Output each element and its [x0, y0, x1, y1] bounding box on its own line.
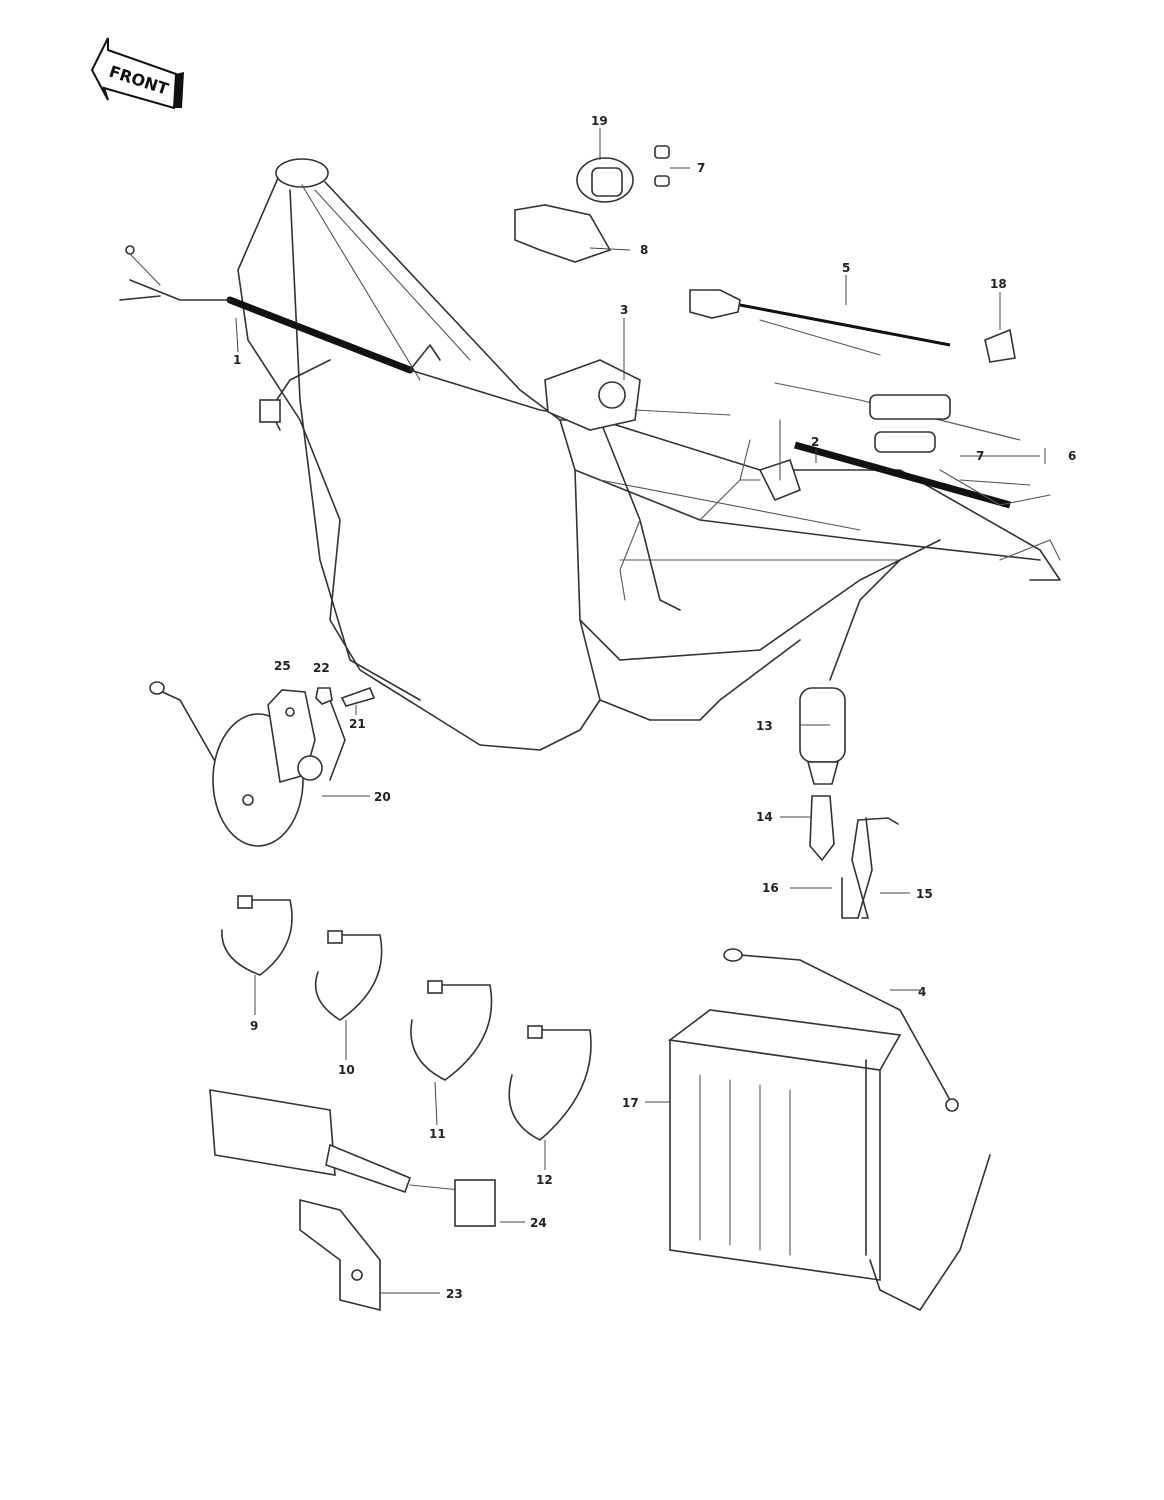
- callout-22: 22: [313, 661, 330, 675]
- callout-20: 20: [374, 790, 391, 804]
- callout-1: 1: [233, 353, 241, 367]
- callout-12: 12: [536, 1173, 553, 1187]
- rectifier-unit: [209, 1089, 496, 1312]
- callout-13: 13: [756, 719, 773, 733]
- main-wiring-harness: [119, 245, 761, 611]
- ignition-coil-group: [799, 539, 941, 919]
- wire-clamps: [221, 895, 592, 1141]
- callout-10: 10: [338, 1063, 355, 1077]
- callout-14: 14: [756, 810, 773, 824]
- callout-24: 24: [530, 1216, 547, 1230]
- front-direction-arrow: FRONT: [90, 37, 184, 110]
- callout-21: 21: [349, 717, 366, 731]
- callout-8: 8: [640, 243, 648, 257]
- callout-2: 2: [811, 435, 819, 449]
- callout-3: 3: [620, 303, 628, 317]
- callout-17: 17: [622, 1096, 639, 1110]
- callout-6: 6: [1068, 449, 1076, 463]
- relay-assembly: [514, 145, 670, 263]
- callout-numbers: 1 2 3 4 5 6 7 7 8 9 10 11 12 13 14 15 16…: [233, 114, 1076, 1301]
- callout-25: 25: [274, 659, 291, 673]
- motorcycle-frame: [237, 158, 1061, 781]
- battery-group: [667, 948, 991, 1311]
- callout-4: 4: [918, 985, 926, 999]
- horn-assembly: [149, 681, 376, 847]
- callout-9: 9: [250, 1019, 258, 1033]
- high-tension-cable: [689, 289, 1016, 363]
- callout-5: 5: [842, 261, 850, 275]
- callout-11: 11: [429, 1127, 446, 1141]
- voltage-regulator: [544, 359, 731, 431]
- callout-18: 18: [990, 277, 1007, 291]
- callout-23: 23: [446, 1287, 463, 1301]
- callout-15: 15: [916, 887, 933, 901]
- callout-7-lower: 7: [976, 449, 984, 463]
- rear-wiring-set: [758, 382, 1051, 509]
- leader-lines: [235, 128, 1046, 1294]
- callout-19: 19: [591, 114, 608, 128]
- callout-7-upper: 7: [697, 161, 705, 175]
- callout-16: 16: [762, 881, 779, 895]
